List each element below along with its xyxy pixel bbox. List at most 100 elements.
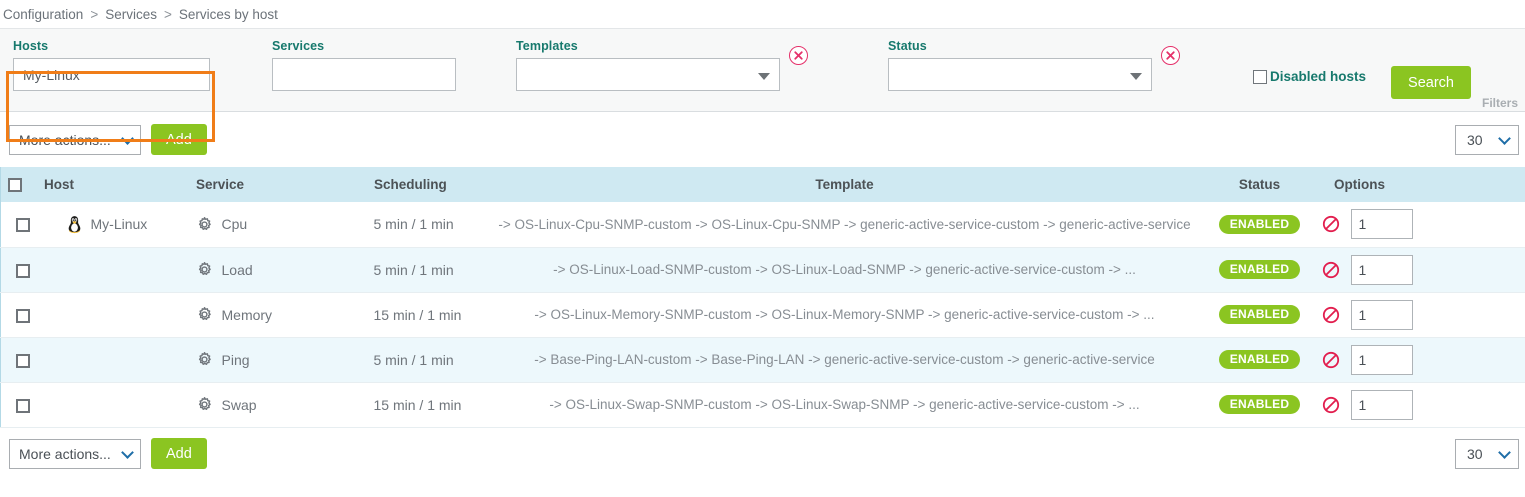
chevron-down-icon bbox=[121, 445, 134, 459]
scheduling-value: 15 min / 1 min bbox=[373, 306, 462, 323]
column-header-status-label: Status bbox=[1238, 177, 1281, 192]
row-checkbox[interactable] bbox=[16, 353, 30, 368]
row-checkbox[interactable] bbox=[16, 263, 30, 278]
services-input[interactable] bbox=[272, 58, 456, 91]
gear-icon bbox=[196, 216, 213, 233]
chevron-down-icon bbox=[121, 131, 134, 145]
status-badge: ENABLED bbox=[1218, 350, 1301, 369]
host-cell bbox=[35, 247, 188, 293]
search-button[interactable]: Search bbox=[1391, 66, 1471, 99]
disabled-hosts-label: Disabled hosts bbox=[1270, 69, 1367, 84]
host-name[interactable]: My-Linux bbox=[90, 216, 148, 233]
table-row: Swap 15 min / 1 min -> OS-Linux-Swap-SNMP-… bbox=[0, 382, 1525, 428]
hosts-input[interactable]: My-Linux bbox=[13, 58, 210, 91]
service-cell: Load bbox=[187, 247, 366, 293]
service-name[interactable]: Load bbox=[221, 261, 253, 278]
scheduling-cell: 5 min / 1 min bbox=[365, 247, 484, 293]
options-cell: 1 bbox=[1313, 382, 1525, 428]
status-cell: ENABLED bbox=[1205, 292, 1314, 338]
filter-bar: Hosts My-Linux Services Templates bbox=[0, 28, 1525, 142]
clear-status-icon[interactable] bbox=[1161, 46, 1180, 65]
status-badge: ENABLED bbox=[1218, 214, 1301, 234]
scheduling-cell: 15 min / 1 min bbox=[365, 382, 484, 428]
gear-icon bbox=[196, 261, 213, 278]
row-select-cell[interactable] bbox=[0, 292, 36, 338]
page-size-select-top[interactable]: 30 bbox=[1455, 124, 1519, 155]
page-size-select-top-value: 30 bbox=[1467, 131, 1483, 148]
more-actions-select-bottom[interactable]: More actions... bbox=[9, 438, 141, 469]
row-checkbox[interactable] bbox=[16, 308, 30, 323]
service-name[interactable]: Cpu bbox=[221, 216, 248, 233]
services-table: Host Service Scheduling Template Status … bbox=[0, 167, 1525, 428]
clear-templates-icon[interactable] bbox=[789, 46, 808, 65]
templates-filter-group: Templates bbox=[516, 39, 808, 91]
status-badge: ENABLED bbox=[1218, 395, 1301, 414]
options-cell: 1 bbox=[1313, 202, 1525, 248]
template-chain: -> OS-Linux-Swap-SNMP-custom -> OS-Linux… bbox=[549, 397, 1140, 412]
breadcrumb-item-services-by-host[interactable]: Services by host bbox=[178, 6, 278, 22]
options-quantity-input[interactable]: 1 bbox=[1350, 344, 1413, 375]
scheduling-value: 5 min / 1 min bbox=[373, 351, 454, 368]
row-checkbox[interactable] bbox=[16, 398, 30, 413]
templates-filter-label: Templates bbox=[516, 39, 578, 53]
add-button-top[interactable]: Add bbox=[151, 124, 207, 155]
status-select[interactable] bbox=[888, 58, 1152, 91]
service-name[interactable]: Ping bbox=[221, 351, 250, 368]
status-filter-label: Status bbox=[888, 39, 927, 53]
more-actions-select-bottom-value: More actions... bbox=[19, 445, 111, 462]
table-row: Load 5 min / 1 min -> OS-Linux-Load-SNMP-c… bbox=[0, 247, 1525, 293]
disabled-hosts-checkbox-group[interactable]: Disabled hosts bbox=[1253, 69, 1366, 84]
options-quantity-input[interactable]: 1 bbox=[1350, 209, 1413, 240]
more-actions-select-top[interactable]: More actions... bbox=[9, 124, 141, 155]
service-name[interactable]: Memory bbox=[221, 306, 273, 323]
template-chain: -> Base-Ping-LAN-custom -> Base-Ping-LAN… bbox=[534, 352, 1155, 367]
page-size-select-bottom-value: 30 bbox=[1467, 445, 1483, 462]
add-button-bottom[interactable]: Add bbox=[151, 438, 207, 469]
select-all-cell[interactable] bbox=[0, 167, 36, 202]
status-cell: ENABLED bbox=[1205, 337, 1314, 383]
select-all-checkbox[interactable] bbox=[8, 178, 22, 193]
column-header-template[interactable]: Template bbox=[483, 167, 1206, 202]
column-header-options[interactable]: Options bbox=[1313, 167, 1525, 202]
column-header-status[interactable]: Status bbox=[1205, 167, 1314, 202]
service-cell: Memory bbox=[187, 292, 366, 338]
options-quantity-input[interactable]: 1 bbox=[1350, 389, 1413, 420]
options-quantity-input[interactable]: 1 bbox=[1350, 254, 1413, 285]
deny-icon[interactable] bbox=[1322, 396, 1340, 414]
deny-icon[interactable] bbox=[1322, 306, 1340, 324]
template-chain: -> OS-Linux-Load-SNMP-custom -> OS-Linux… bbox=[553, 262, 1136, 277]
scheduling-cell: 15 min / 1 min bbox=[365, 292, 484, 338]
service-name[interactable]: Swap bbox=[221, 396, 257, 413]
status-cell: ENABLED bbox=[1205, 202, 1314, 248]
gear-icon bbox=[196, 351, 213, 368]
column-header-host[interactable]: Host bbox=[35, 167, 188, 202]
page-size-select-bottom[interactable]: 30 bbox=[1455, 438, 1519, 469]
deny-icon[interactable] bbox=[1322, 261, 1340, 279]
row-select-cell[interactable] bbox=[0, 202, 36, 248]
column-header-host-label: Host bbox=[44, 177, 74, 192]
breadcrumb-item-services[interactable]: Services bbox=[105, 6, 157, 22]
table-header-row: Host Service Scheduling Template Status … bbox=[0, 167, 1525, 202]
services-filter-group: Services bbox=[272, 39, 456, 91]
row-select-cell[interactable] bbox=[0, 337, 36, 383]
hosts-input-value: My-Linux bbox=[23, 66, 80, 83]
host-cell bbox=[35, 382, 188, 428]
row-select-cell[interactable] bbox=[0, 247, 36, 293]
column-header-service[interactable]: Service bbox=[187, 167, 366, 202]
deny-icon[interactable] bbox=[1322, 351, 1340, 369]
row-select-cell[interactable] bbox=[0, 382, 36, 428]
deny-icon[interactable] bbox=[1322, 215, 1340, 233]
disabled-hosts-checkbox[interactable] bbox=[1253, 69, 1267, 84]
table-row: Ping 5 min / 1 min -> Base-Ping-LAN-custom… bbox=[0, 337, 1525, 383]
scheduling-value: 5 min / 1 min bbox=[373, 216, 454, 233]
row-checkbox[interactable] bbox=[16, 218, 30, 233]
options-quantity-input[interactable]: 1 bbox=[1350, 299, 1413, 330]
column-header-scheduling[interactable]: Scheduling bbox=[365, 167, 484, 202]
hosts-filter-label: Hosts bbox=[13, 39, 49, 53]
template-cell: -> Base-Ping-LAN-custom -> Base-Ping-LAN… bbox=[483, 337, 1206, 383]
templates-select[interactable] bbox=[516, 58, 780, 91]
breadcrumb-item-configuration[interactable]: Configuration bbox=[3, 6, 84, 22]
scheduling-value: 5 min / 1 min bbox=[373, 261, 454, 278]
